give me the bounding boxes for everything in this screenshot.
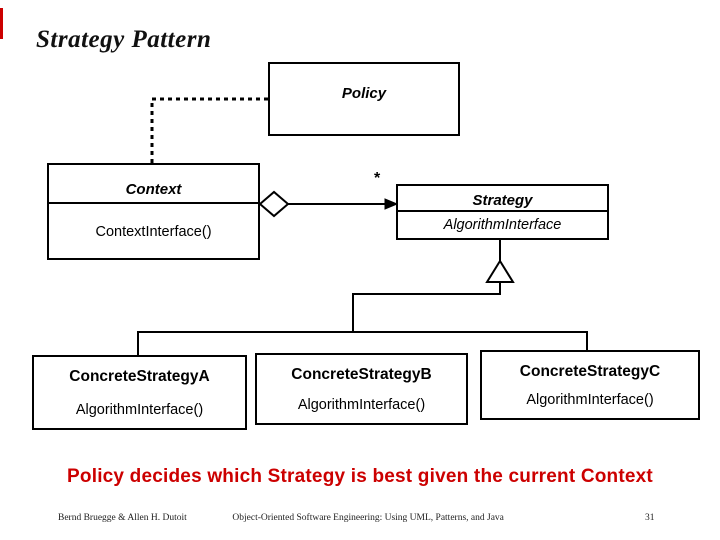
footer-page-number: 31 <box>645 513 655 523</box>
class-strategy-name: Strategy <box>398 186 607 212</box>
inheritance-triangle <box>485 259 515 283</box>
class-concrete-strategy-c: ConcreteStrategyC AlgorithmInterface() <box>480 350 700 420</box>
class-concrete-strategy-b-operation: AlgorithmInterface() <box>297 397 426 413</box>
slide-title: Strategy Pattern <box>36 26 212 53</box>
class-concrete-strategy-a-operation: AlgorithmInterface() <box>75 402 204 418</box>
class-policy-name: Policy <box>341 84 387 102</box>
footer: Bernd Bruegge & Allen H. Dutoit Object-O… <box>0 513 720 529</box>
inheritance-connector-upper <box>352 282 501 332</box>
slide-edge-accent <box>0 8 3 39</box>
footer-book-title: Object-Oriented Software Engineering: Us… <box>232 513 504 523</box>
footer-authors: Bernd Bruegge & Allen H. Dutoit <box>58 513 187 523</box>
class-concrete-strategy-b-name: ConcreteStrategyB <box>291 366 432 383</box>
class-strategy: Strategy AlgorithmInterface <box>396 184 609 240</box>
multiplicity-label: * <box>374 170 381 187</box>
class-context: Context ContextInterface() <box>47 163 260 260</box>
class-concrete-strategy-a: ConcreteStrategyA AlgorithmInterface() <box>32 355 247 430</box>
aggregation-diamond <box>258 190 290 218</box>
inheritance-connector-lower <box>137 331 588 356</box>
class-policy: Policy <box>268 62 460 136</box>
class-context-operation: ContextInterface() <box>95 224 212 240</box>
dependency-dashed-line <box>150 97 268 163</box>
caption: Policy decides which Strategy is best gi… <box>67 466 653 487</box>
association-arrowhead <box>384 198 399 210</box>
class-concrete-strategy-c-operation: AlgorithmInterface() <box>526 392 654 408</box>
class-concrete-strategy-b: ConcreteStrategyB AlgorithmInterface() <box>255 353 468 425</box>
class-strategy-operation: AlgorithmInterface <box>443 217 562 233</box>
class-context-name: Context <box>49 165 258 204</box>
class-concrete-strategy-a-name: ConcreteStrategyA <box>69 368 210 385</box>
class-concrete-strategy-c-name: ConcreteStrategyC <box>519 363 661 380</box>
